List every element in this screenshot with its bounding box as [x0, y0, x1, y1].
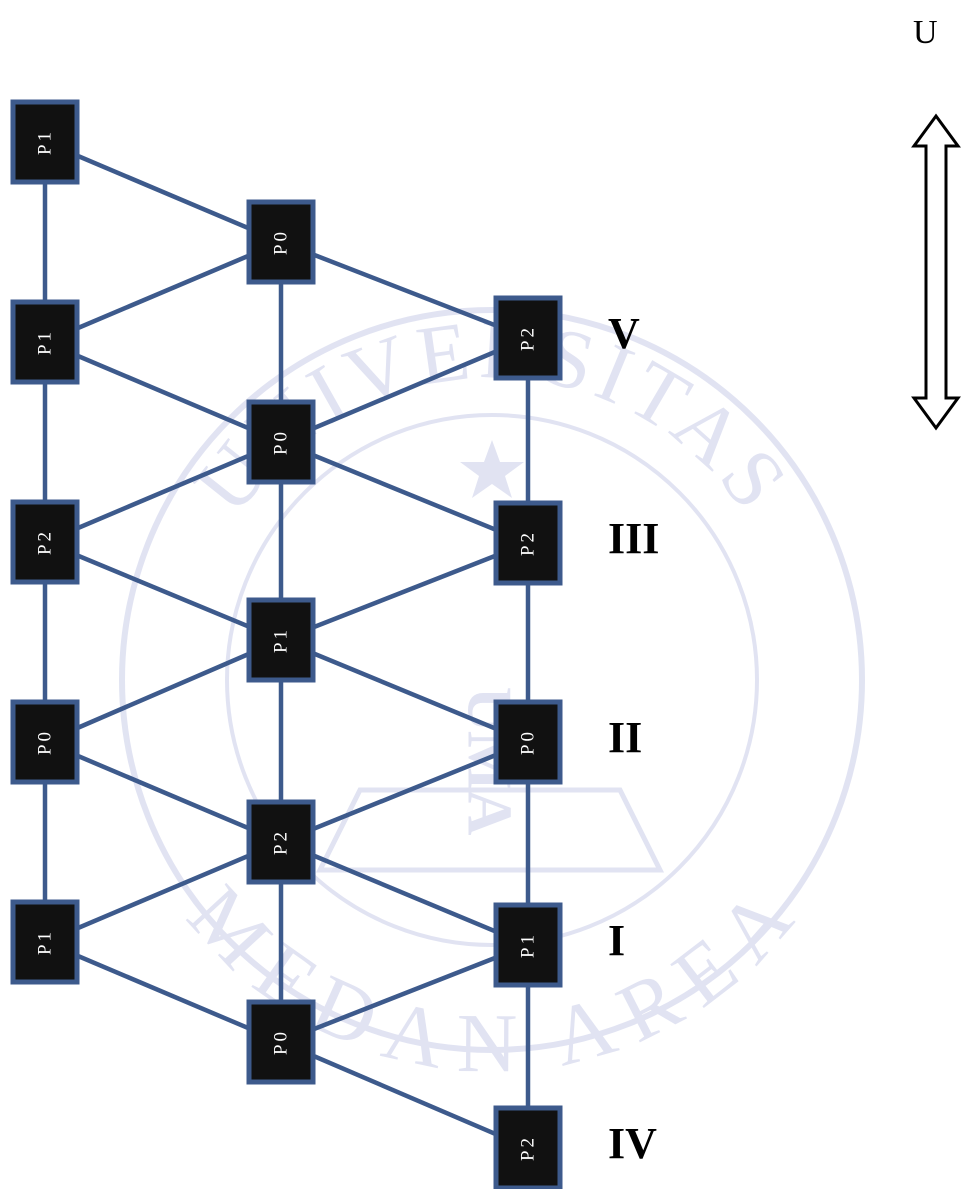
node-b1: P0 [246, 199, 316, 285]
watermark-inner-ring [225, 413, 759, 947]
node-label: P0 [518, 729, 539, 755]
edge-a3-b2 [44, 439, 282, 545]
edge-b4-c3 [280, 739, 529, 845]
edge-a2-b2 [44, 339, 282, 445]
node-label: P1 [35, 929, 56, 955]
node-label: P0 [35, 729, 56, 755]
node-box [246, 999, 316, 1085]
edge-a2-b1 [44, 239, 282, 345]
node-label: P0 [271, 1029, 292, 1055]
node-box [10, 99, 80, 185]
node-box [246, 799, 316, 885]
edge-b3-c3 [280, 637, 529, 745]
node-a5: P1 [10, 899, 80, 985]
node-box [10, 699, 80, 785]
row-label-c4: I [608, 916, 626, 965]
node-label: P1 [271, 627, 292, 653]
node-label: P2 [271, 829, 292, 855]
node-box [493, 1105, 563, 1189]
row-label-c1: V [608, 309, 640, 358]
edge-b2-c1 [280, 335, 529, 445]
node-box [493, 500, 563, 586]
node-a1: P1 [10, 99, 80, 185]
node-a3: P2 [10, 499, 80, 585]
node-a2: P1 [10, 299, 80, 385]
node-c3: P0 [493, 699, 563, 785]
edge-a4-b4 [44, 739, 282, 845]
node-box [493, 902, 563, 988]
node-box [246, 399, 316, 485]
watermark-outer-ring [119, 307, 865, 1053]
edge-b1-c1 [280, 239, 529, 341]
node-box [493, 699, 563, 785]
node-b4: P2 [246, 799, 316, 885]
node-b2: P0 [246, 399, 316, 485]
node-b5: P0 [246, 999, 316, 1085]
node-b3: P1 [246, 597, 316, 683]
node-box [10, 499, 80, 585]
node-c2: P2 [493, 500, 563, 586]
node-label: P2 [518, 325, 539, 351]
node-box [10, 899, 80, 985]
node-label: P2 [35, 529, 56, 555]
node-label: P0 [271, 429, 292, 455]
watermark-building-icon [315, 787, 665, 873]
edge-b5-c5 [280, 1039, 529, 1151]
watermark-star-icon [460, 440, 524, 498]
node-label: P0 [271, 229, 292, 255]
edge-b3-c2 [280, 540, 529, 643]
edge-b5-c4 [280, 942, 529, 1045]
node-box [493, 295, 563, 381]
double-arrow-icon [911, 113, 961, 431]
node-label: P2 [518, 530, 539, 556]
node-a4: P0 [10, 699, 80, 785]
node-c5: P2 [493, 1105, 563, 1189]
edge-a5-b4 [44, 839, 282, 945]
node-box [10, 299, 80, 385]
row-label-c5: IV [608, 1119, 657, 1168]
edge-a3-b3 [44, 539, 282, 643]
node-label: P2 [518, 1135, 539, 1161]
node-c1: P2 [493, 295, 563, 381]
orientation-label: U [913, 14, 938, 51]
edge-b2-c2 [280, 439, 529, 546]
node-box [246, 199, 316, 285]
edge-a1-b1 [44, 139, 282, 245]
node-box [246, 597, 316, 683]
edge-a4-b3 [44, 637, 282, 745]
node-c4: P1 [493, 902, 563, 988]
node-label: P1 [518, 932, 539, 958]
row-label-c3: II [608, 713, 643, 762]
node-label: P1 [35, 129, 56, 155]
edge-b4-c4 [280, 839, 529, 948]
node-label: P1 [35, 329, 56, 355]
edge-a5-b5 [44, 939, 282, 1045]
row-label-c2: III [608, 514, 660, 563]
